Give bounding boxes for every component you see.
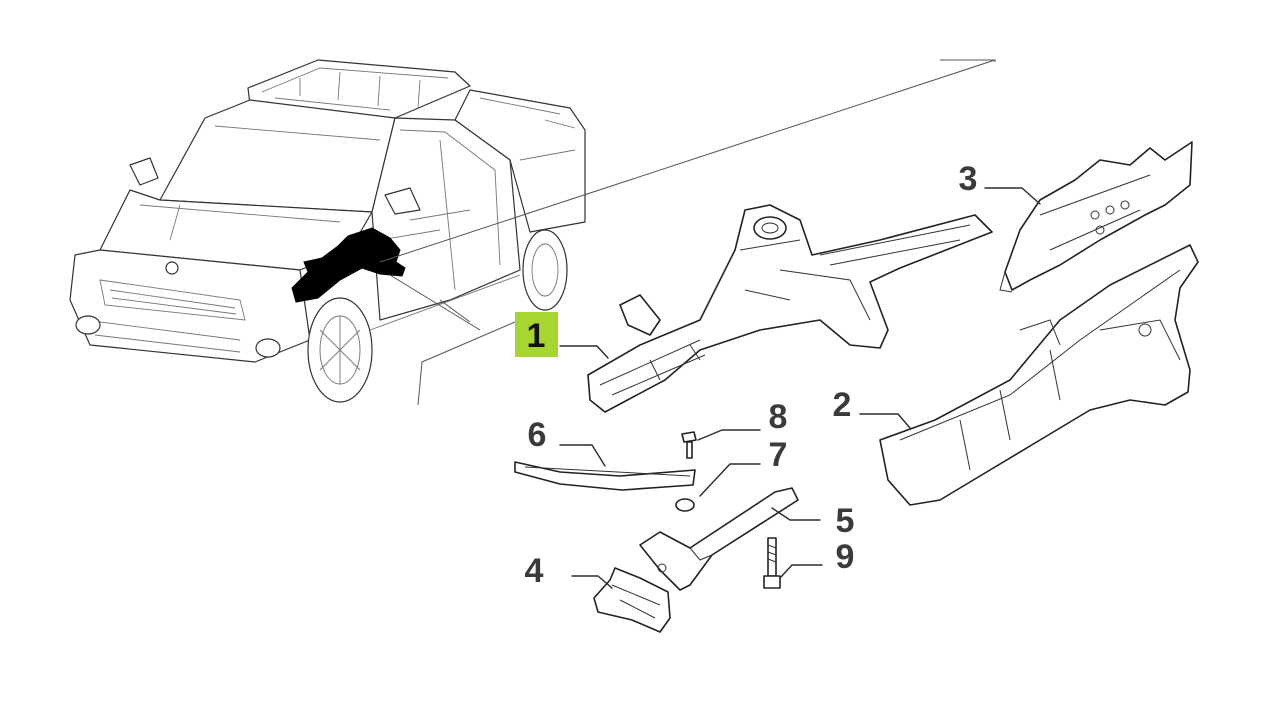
leader-lines	[379, 59, 996, 406]
callout-4[interactable]: 4	[525, 552, 544, 590]
part-1-front-rail-assembly[interactable]	[587, 204, 993, 413]
part-7-washer[interactable]	[675, 498, 695, 512]
part-2-side-rail[interactable]	[879, 244, 1199, 506]
callout-leaders	[559, 187, 1041, 589]
callout-5[interactable]: 5	[836, 502, 855, 540]
callout-2[interactable]: 2	[833, 386, 852, 424]
part-6-seal-strip[interactable]	[514, 461, 696, 491]
location-marker	[291, 227, 406, 303]
part-4-mount-block[interactable]	[593, 567, 671, 633]
part-5-tie-bar[interactable]	[639, 487, 799, 591]
part-3-bracket[interactable]	[999, 141, 1193, 293]
part-9-bolt[interactable]	[763, 537, 781, 589]
callout-3[interactable]: 3	[959, 160, 978, 198]
vehicle-illustration	[69, 59, 586, 403]
callout-6[interactable]: 6	[528, 416, 547, 454]
part-8-screw[interactable]	[681, 431, 697, 459]
callout-1-highlight	[515, 312, 558, 357]
callout-1[interactable]: 1	[527, 317, 546, 355]
callout-8[interactable]: 8	[769, 398, 788, 436]
callouts: 1 2 3 4 5 6 7 8 9	[515, 160, 977, 590]
callout-7[interactable]: 7	[769, 436, 788, 474]
callout-9[interactable]: 9	[836, 538, 855, 576]
